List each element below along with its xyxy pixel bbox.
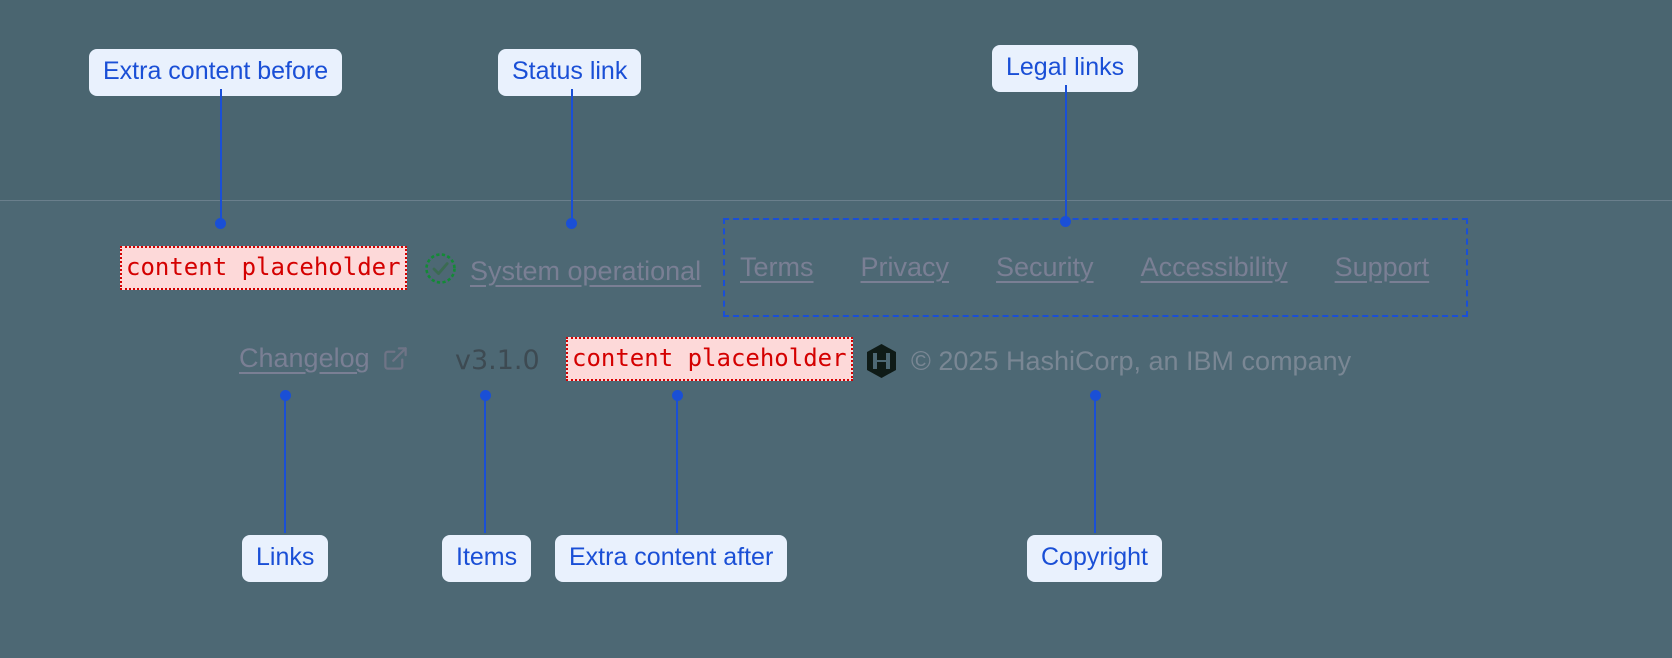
changelog-link[interactable]: Changelog <box>239 343 409 374</box>
callout-items: Items <box>442 535 532 582</box>
version-label: v3.1.0 <box>455 345 540 376</box>
leader-line-status-link <box>571 89 573 223</box>
copyright: © 2025 HashiCorp, an IBM company <box>866 344 1351 378</box>
callout-legal-links: Legal links <box>992 45 1139 92</box>
leader-dot-legal-links <box>1060 216 1071 227</box>
leader-line-legal-links <box>1065 85 1067 221</box>
changelog-link-label: Changelog <box>239 343 370 373</box>
extra-content-before-placeholder: content placeholder <box>120 246 407 290</box>
callout-copyright: Copyright <box>1027 535 1162 582</box>
leader-dot-links <box>280 390 291 401</box>
leader-line-extra-content-before <box>220 89 222 223</box>
leader-dot-extra-content-before <box>215 218 226 229</box>
legal-link-terms[interactable]: Terms <box>740 252 814 282</box>
page-background-top <box>0 0 1672 201</box>
leader-dot-copyright <box>1090 390 1101 401</box>
leader-line-copyright <box>1094 396 1096 533</box>
copyright-text: © 2025 HashiCorp, an IBM company <box>911 345 1352 376</box>
leader-dot-status-link <box>566 218 577 229</box>
extra-content-after-placeholder: content placeholder <box>566 337 853 381</box>
leader-line-extra-content-after <box>676 396 678 533</box>
legal-link-privacy[interactable]: Privacy <box>860 252 950 282</box>
hashicorp-logo <box>866 344 897 378</box>
legal-links-group: Terms Privacy Security Accessibility Sup… <box>723 218 1468 317</box>
status-link-label: System operational <box>470 255 702 286</box>
status-link[interactable]: System operational <box>424 252 701 290</box>
leader-dot-items <box>480 390 491 401</box>
footer-top-divider <box>0 200 1672 201</box>
callout-status-link: Status link <box>498 49 642 96</box>
leader-line-items <box>484 396 486 533</box>
legal-link-support[interactable]: Support <box>1334 252 1430 282</box>
leader-line-links <box>284 396 286 533</box>
legal-link-security[interactable]: Security <box>996 252 1094 282</box>
callout-links: Links <box>242 535 329 582</box>
callout-extra-content-before: Extra content before <box>89 49 343 96</box>
callout-extra-content-after: Extra content after <box>555 535 788 582</box>
check-circle-icon <box>424 252 457 290</box>
legal-link-accessibility[interactable]: Accessibility <box>1140 252 1288 282</box>
leader-dot-extra-content-after <box>672 390 683 401</box>
external-link-icon <box>382 345 409 372</box>
